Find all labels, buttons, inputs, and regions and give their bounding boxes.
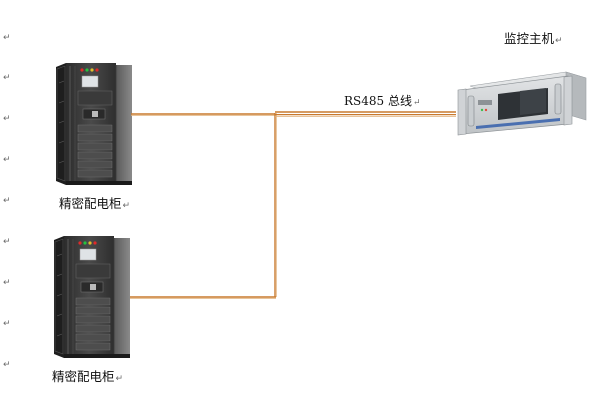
- host-label-text: 监控主机: [504, 31, 555, 46]
- bus-label-text: RS485 总线: [344, 94, 412, 108]
- paragraph-mark: ↵: [122, 201, 131, 211]
- rs485-bus-lines: [130, 111, 456, 299]
- power-cabinet-top-icon: [55, 62, 133, 186]
- paragraph-mark: ↵: [555, 36, 563, 46]
- power-cabinet-bottom-icon: [53, 235, 131, 359]
- paragraph-mark: ↵: [3, 33, 11, 43]
- paragraph-mark: ↵: [3, 73, 11, 83]
- host-label: 监控主机↵: [504, 32, 563, 48]
- cabinet-bottom-label-text: 精密配电柜: [52, 369, 115, 384]
- cabinet-bottom-label: 精密配电柜↵: [52, 370, 123, 386]
- paragraph-mark: ↵: [3, 278, 11, 288]
- cabinet-top-label: 精密配电柜↵: [59, 197, 130, 213]
- monitoring-host-icon: [457, 71, 587, 136]
- bus-label: RS485 总线↵: [344, 94, 421, 110]
- paragraph-mark: ↵: [3, 319, 11, 329]
- cabinet-top-label-text: 精密配电柜: [59, 196, 122, 211]
- paragraph-mark: ↵: [3, 237, 11, 247]
- paragraph-mark: ↵: [3, 360, 11, 370]
- paragraph-mark: ↵: [3, 155, 11, 165]
- paragraph-mark: ↵: [3, 196, 11, 206]
- paragraph-mark: ↵: [3, 114, 11, 124]
- paragraph-mark: ↵: [115, 374, 124, 384]
- paragraph-mark: ↵: [412, 98, 421, 108]
